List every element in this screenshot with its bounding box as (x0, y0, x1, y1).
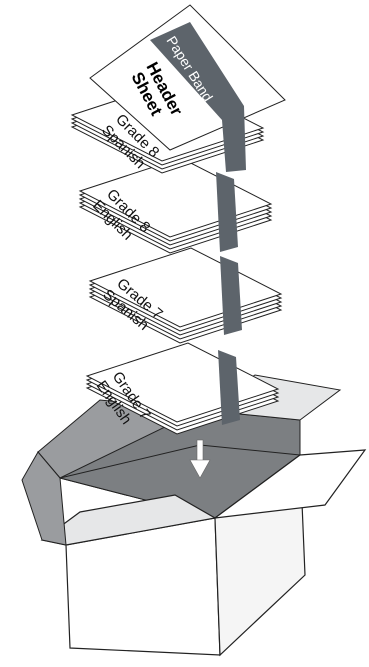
stack-grade7-spanish: Grade 7 Spanish (90, 248, 281, 343)
stack-grade8-english: Grade 8 English (80, 158, 271, 253)
paper-band-icon (216, 172, 238, 252)
